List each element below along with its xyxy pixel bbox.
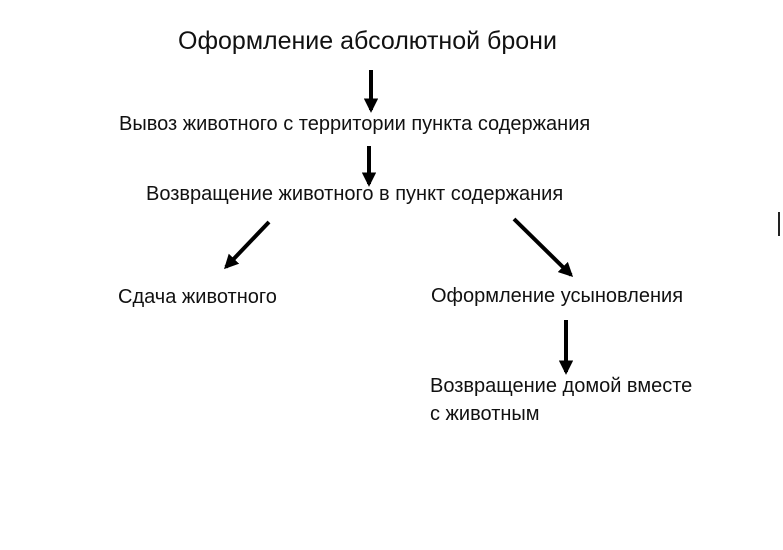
arrow-3-to-5 xyxy=(512,217,574,278)
step-adoption-registration: Оформление усыновления xyxy=(431,285,684,307)
step-go-home-with-animal: Возвращение домой вместе с животным xyxy=(430,372,692,428)
step-take-animal-out: Вывоз животного с территории пункта соде… xyxy=(119,113,591,135)
step-go-home-line-2: с животным xyxy=(430,403,540,425)
arrow-3-to-4 xyxy=(224,220,271,270)
step-return-animal: Возвращение животного в пункт содержания xyxy=(146,183,564,205)
step-absolute-reservation: Оформление абсолютной брони xyxy=(178,27,557,55)
edge-mark xyxy=(778,212,780,236)
step-hand-over-animal: Сдача животного xyxy=(118,286,277,308)
step-go-home-line-1: Возвращение домой вместе xyxy=(430,375,693,397)
